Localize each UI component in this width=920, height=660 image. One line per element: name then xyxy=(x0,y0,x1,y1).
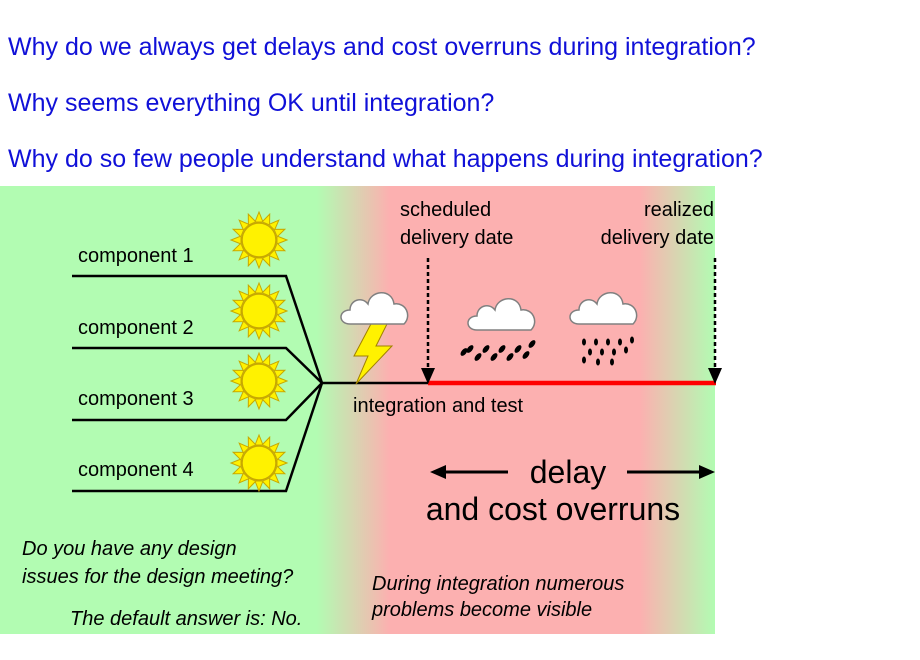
background-zones xyxy=(0,186,715,634)
question-delays: Why do we always get delays and cost ove… xyxy=(8,33,756,61)
sun-icon xyxy=(230,211,288,269)
component-label-2: component 2 xyxy=(78,317,194,339)
sun-icon xyxy=(230,282,288,340)
scheduled-label-line2: delivery date xyxy=(400,227,513,249)
delay-arrow-left xyxy=(430,465,508,479)
delay-label: delay xyxy=(530,454,607,490)
component-lines xyxy=(72,274,428,493)
light-rain-icon xyxy=(569,291,638,366)
integration-and-test-label: integration and test xyxy=(353,395,524,417)
scheduled-date-arrow xyxy=(421,258,435,384)
heavy-rain-icon xyxy=(460,297,536,361)
sun-icon xyxy=(230,352,288,410)
integration-note-line2: problems become visible xyxy=(371,599,592,621)
cost-overruns-label: and cost overruns xyxy=(426,491,680,527)
component-label-4: component 4 xyxy=(78,459,194,481)
sun-icon xyxy=(230,434,288,492)
realized-label-line1: realized xyxy=(644,199,714,221)
integration-note-line1: During integration numerous xyxy=(372,573,624,595)
design-question-line1: Do you have any design xyxy=(22,538,237,560)
component-label-1: component 1 xyxy=(78,245,194,267)
component-label-3: component 3 xyxy=(78,388,194,410)
question-everything-ok: Why seems everything OK until integratio… xyxy=(8,89,495,117)
delay-arrow-right xyxy=(627,465,715,479)
default-answer: The default answer is: No. xyxy=(70,608,302,630)
question-few-understand: Why do so few people understand what hap… xyxy=(8,145,763,173)
realized-label-line2: delivery date xyxy=(601,227,714,249)
thunderstorm-icon xyxy=(340,291,409,385)
scheduled-label-line1: scheduled xyxy=(400,199,491,221)
design-question-line2: issues for the design meeting? xyxy=(22,566,294,588)
realized-date-arrow xyxy=(708,258,722,384)
